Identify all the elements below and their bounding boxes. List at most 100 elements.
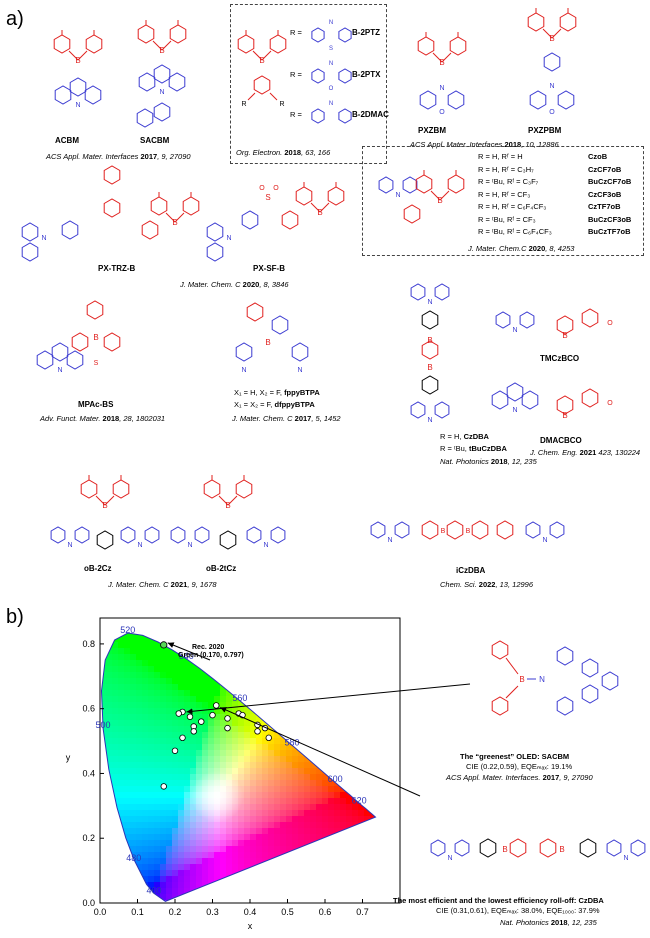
gamut-cell [268, 828, 275, 835]
atom-label: N [329, 61, 333, 67]
gamut-cell [118, 672, 125, 679]
gamut-cell [172, 858, 179, 865]
gamut-cell [130, 774, 137, 781]
gamut-cell [250, 834, 257, 841]
gamut-cell [256, 846, 263, 853]
atom-label: B [172, 218, 177, 227]
gamut-cell [340, 810, 347, 817]
gamut-cell [130, 798, 137, 805]
gamut-cell [286, 810, 293, 817]
gamut-cell [238, 804, 245, 811]
gamut-cell [190, 846, 197, 853]
gamut-cell [250, 714, 257, 721]
gamut-cell [124, 636, 131, 643]
ring [120, 526, 136, 544]
gamut-cell [208, 702, 215, 709]
gamut-cell [238, 846, 245, 853]
gamut-cell [220, 732, 227, 739]
gamut-cell [202, 756, 209, 763]
gamut-cell [130, 810, 137, 817]
gamut-cell [184, 870, 191, 877]
gamut-cell [190, 702, 197, 709]
gamut-cell [220, 726, 227, 733]
gamut-cell [202, 876, 209, 883]
gamut-cell [304, 804, 311, 811]
gamut-cell [136, 666, 143, 673]
ring [338, 108, 352, 124]
gamut-cell [280, 816, 287, 823]
gamut-cell [292, 792, 299, 799]
gamut-cell [190, 864, 197, 871]
gamut-cell [142, 834, 149, 841]
gamut-cell [334, 792, 341, 799]
gamut-cell [256, 852, 263, 859]
gamut-cell [322, 780, 329, 787]
bond [505, 657, 519, 675]
gamut-cell [166, 768, 173, 775]
gamut-cell [292, 786, 299, 793]
ring [491, 696, 509, 716]
gamut-cell [202, 762, 209, 769]
gamut-cell [136, 738, 143, 745]
gamut-cell [220, 828, 227, 835]
czob-row-name: CzCF3oB [588, 189, 622, 199]
gamut-cell [172, 828, 179, 835]
ring [84, 85, 102, 105]
gamut-cell [154, 834, 161, 841]
gamut-cell [142, 756, 149, 763]
gamut-cell [124, 828, 131, 835]
gamut-cell [178, 726, 185, 733]
gamut-cell [226, 738, 233, 745]
gamut-cell [268, 816, 275, 823]
sacbm-ref: ACS Appl. Mater. Interfaces. 2017, 9, 27… [446, 773, 593, 782]
ring [421, 375, 439, 395]
gamut-cell [196, 738, 203, 745]
atom-label: O [259, 185, 265, 192]
wavelength-label: 500 [95, 720, 110, 730]
compound-mpac-bs: MPAc-BS [78, 400, 114, 409]
gamut-cell [154, 828, 161, 835]
gamut-cell [148, 804, 155, 811]
gamut-cell [334, 822, 341, 829]
acbm-structure: BN [53, 30, 103, 109]
gamut-cell [118, 750, 125, 757]
gamut-cell [184, 852, 191, 859]
gamut-cell [244, 846, 251, 853]
gamut-cell [316, 834, 323, 841]
ring [71, 332, 89, 352]
gamut-cell [172, 744, 179, 751]
atom-label: N [439, 85, 444, 92]
gamut-cell [298, 798, 305, 805]
gamut-cell [352, 804, 359, 811]
gamut-cell [160, 654, 167, 661]
gamut-cell [226, 864, 233, 871]
gamut-cell [130, 762, 137, 769]
x-tick-label: 0.6 [319, 907, 332, 917]
gamut-cell [238, 708, 245, 715]
gamut-cell [208, 684, 215, 691]
sacbm-structure-a: BN [136, 20, 187, 128]
gamut-cell [340, 804, 347, 811]
gamut-cell [316, 774, 323, 781]
gamut-cell [226, 768, 233, 775]
gamut-cell [106, 654, 113, 661]
gamut-cell [208, 708, 215, 715]
ring [206, 222, 224, 242]
gamut-cell [352, 816, 359, 823]
gamut-cell [124, 732, 131, 739]
gamut-cell [196, 672, 203, 679]
gamut-cell [208, 732, 215, 739]
gamut-cell [190, 876, 197, 883]
bond [252, 50, 263, 61]
gamut-cell [244, 858, 251, 865]
gamut-cell [256, 786, 263, 793]
gamut-cell [280, 834, 287, 841]
gamut-cell [118, 738, 125, 745]
gamut-cell [154, 660, 161, 667]
ring [237, 34, 255, 54]
gamut-cell [232, 738, 239, 745]
ref-nat-photon-2018: Nat. Photonics 2018, 12, 235 [440, 457, 537, 466]
gamut-cell [184, 792, 191, 799]
ring [421, 310, 439, 330]
